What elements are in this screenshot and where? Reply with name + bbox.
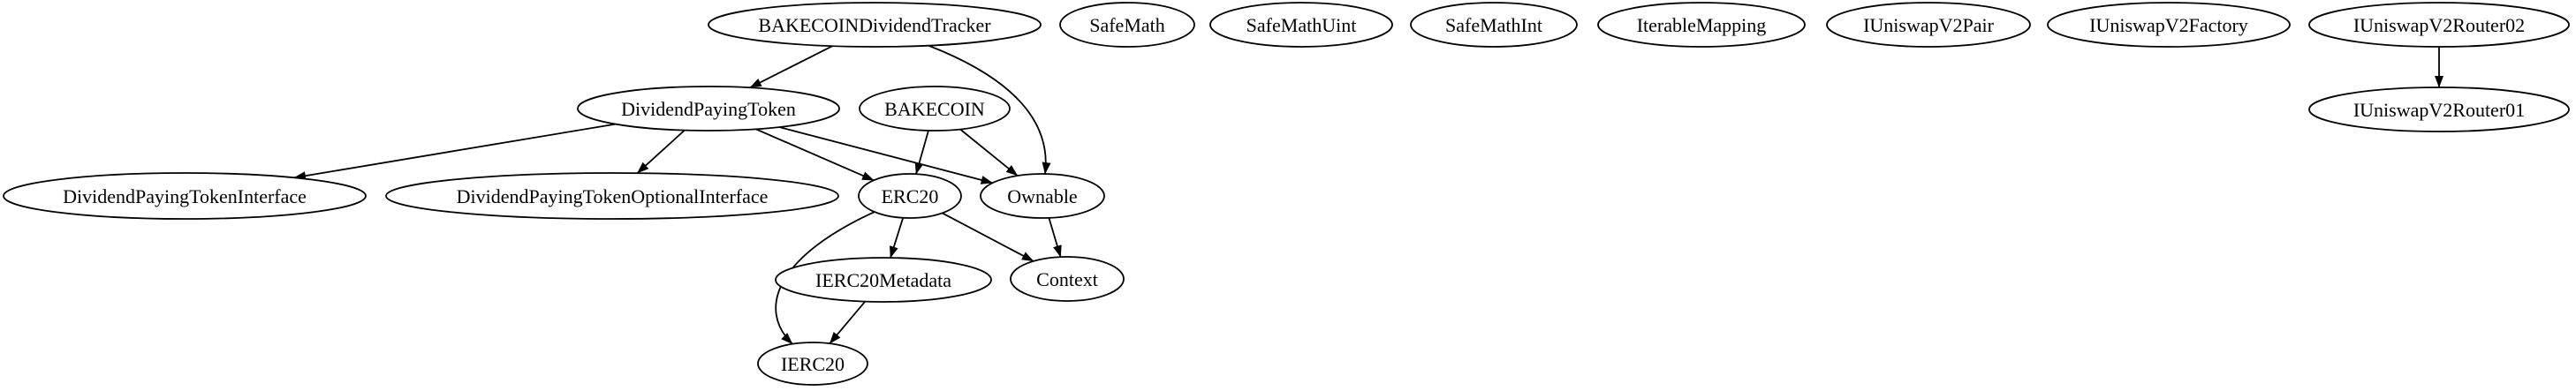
node-ellipse-DividendPayingTokenInterface bbox=[3, 172, 367, 220]
node-label-Context: Context bbox=[1036, 268, 1098, 290]
graph-node-IUniswapV2Router01: IUniswapV2Router01 bbox=[2308, 86, 2570, 132]
node-label-IUniswapV2Factory: IUniswapV2Factory bbox=[2089, 14, 2248, 36]
graph-node-IERC20: IERC20 bbox=[757, 342, 868, 386]
node-ellipse-ERC20 bbox=[858, 173, 962, 219]
node-ellipse-IterableMapping bbox=[1597, 2, 1806, 48]
node-label-ERC20: ERC20 bbox=[882, 185, 939, 207]
edge-IERC20Metadata-to-IERC20 bbox=[829, 301, 866, 344]
node-ellipse-SafeMath bbox=[1059, 2, 1195, 48]
nodes-layer: BAKECOINDividendTracker SafeMath SafeMathU… bbox=[3, 2, 2570, 386]
node-ellipse-IUniswapV2Pair bbox=[1826, 2, 2031, 48]
edge-BAKECOIN-to-ERC20 bbox=[914, 130, 929, 175]
graph-node-Ownable: Ownable bbox=[980, 173, 1105, 219]
node-ellipse-IUniswapV2Router01 bbox=[2308, 86, 2570, 132]
node-label-IERC20: IERC20 bbox=[781, 353, 845, 375]
graph-node-DividendPayingToken: DividendPayingToken bbox=[577, 86, 840, 132]
node-ellipse-BAKECOIN bbox=[859, 86, 1011, 132]
node-label-Ownable: Ownable bbox=[1007, 185, 1077, 207]
node-ellipse-IERC20 bbox=[757, 342, 868, 386]
graph-node-IUniswapV2Factory: IUniswapV2Factory bbox=[2047, 2, 2291, 48]
edges-layer bbox=[293, 44, 2443, 345]
node-label-IterableMapping: IterableMapping bbox=[1637, 14, 1767, 36]
graph-node-DividendPayingTokenOptionalInterface: DividendPayingTokenOptionalInterface bbox=[385, 172, 839, 220]
node-ellipse-DividendPayingTokenOptionalInterface bbox=[385, 172, 839, 220]
node-ellipse-SafeMathInt bbox=[1410, 2, 1578, 48]
node-ellipse-BAKECOINDividendTracker bbox=[708, 2, 1042, 48]
graph-node-IterableMapping: IterableMapping bbox=[1597, 2, 1806, 48]
edge-DividendPayingToken-to-Ownable bbox=[778, 126, 994, 184]
node-label-IUniswapV2Router02: IUniswapV2Router02 bbox=[2353, 14, 2525, 36]
node-label-SafeMath: SafeMath bbox=[1089, 14, 1165, 36]
node-label-SafeMathUint: SafeMathUint bbox=[1246, 14, 1357, 36]
node-ellipse-IUniswapV2Router02 bbox=[2308, 2, 2570, 48]
node-label-DividendPayingTokenInterface: DividendPayingTokenInterface bbox=[63, 185, 307, 207]
edge-ERC20-to-Context bbox=[942, 212, 1034, 262]
node-ellipse-Ownable bbox=[980, 173, 1105, 219]
edge-DividendPayingToken-to-DividendPayingTokenInterface bbox=[293, 123, 616, 181]
node-label-SafeMathInt: SafeMathInt bbox=[1445, 14, 1542, 36]
node-label-IUniswapV2Router01: IUniswapV2Router01 bbox=[2353, 99, 2525, 121]
graph-node-ERC20: ERC20 bbox=[858, 173, 962, 219]
edge-DividendPayingToken-to-DividendPayingTokenOptionalInterface bbox=[636, 129, 686, 174]
graph-node-IERC20Metadata: IERC20Metadata bbox=[775, 257, 992, 303]
node-label-DividendPayingToken: DividendPayingToken bbox=[621, 98, 796, 120]
node-ellipse-Context bbox=[1010, 256, 1125, 302]
edge-BAKECOIN-to-Ownable bbox=[959, 128, 1019, 177]
node-label-BAKECOINDividendTracker: BAKECOINDividendTracker bbox=[758, 14, 991, 36]
node-ellipse-IERC20Metadata bbox=[775, 257, 992, 303]
node-label-IUniswapV2Pair: IUniswapV2Pair bbox=[1863, 14, 1995, 36]
node-label-BAKECOIN: BAKECOIN bbox=[884, 98, 985, 120]
edge-BAKECOINDividendTracker-to-DividendPayingToken bbox=[749, 45, 833, 89]
graph-node-BAKECOIN: BAKECOIN bbox=[859, 86, 1011, 132]
graph-node-SafeMathUint: SafeMathUint bbox=[1209, 2, 1393, 48]
edge-BAKECOINDividendTracker-to-Ownable bbox=[928, 44, 1051, 175]
node-ellipse-SafeMathUint bbox=[1209, 2, 1393, 48]
edge-Ownable-to-Context bbox=[1048, 217, 1062, 258]
node-label-DividendPayingTokenOptionalInterface: DividendPayingTokenOptionalInterface bbox=[457, 185, 769, 207]
node-ellipse-DividendPayingToken bbox=[577, 86, 840, 132]
graph-node-Context: Context bbox=[1010, 256, 1125, 302]
edge-DividendPayingToken-to-ERC20 bbox=[755, 128, 875, 182]
graph-node-IUniswapV2Pair: IUniswapV2Pair bbox=[1826, 2, 2031, 48]
edge-ERC20-to-IERC20Metadata bbox=[890, 217, 905, 259]
graph-node-SafeMath: SafeMath bbox=[1059, 2, 1195, 48]
graph-node-SafeMathInt: SafeMathInt bbox=[1410, 2, 1578, 48]
graph-node-DividendPayingTokenInterface: DividendPayingTokenInterface bbox=[3, 172, 367, 220]
node-label-IERC20Metadata: IERC20Metadata bbox=[815, 269, 951, 291]
node-ellipse-IUniswapV2Factory bbox=[2047, 2, 2291, 48]
graph-node-IUniswapV2Router02: IUniswapV2Router02 bbox=[2308, 2, 2570, 48]
graph-node-BAKECOINDividendTracker: BAKECOINDividendTracker bbox=[708, 2, 1042, 48]
